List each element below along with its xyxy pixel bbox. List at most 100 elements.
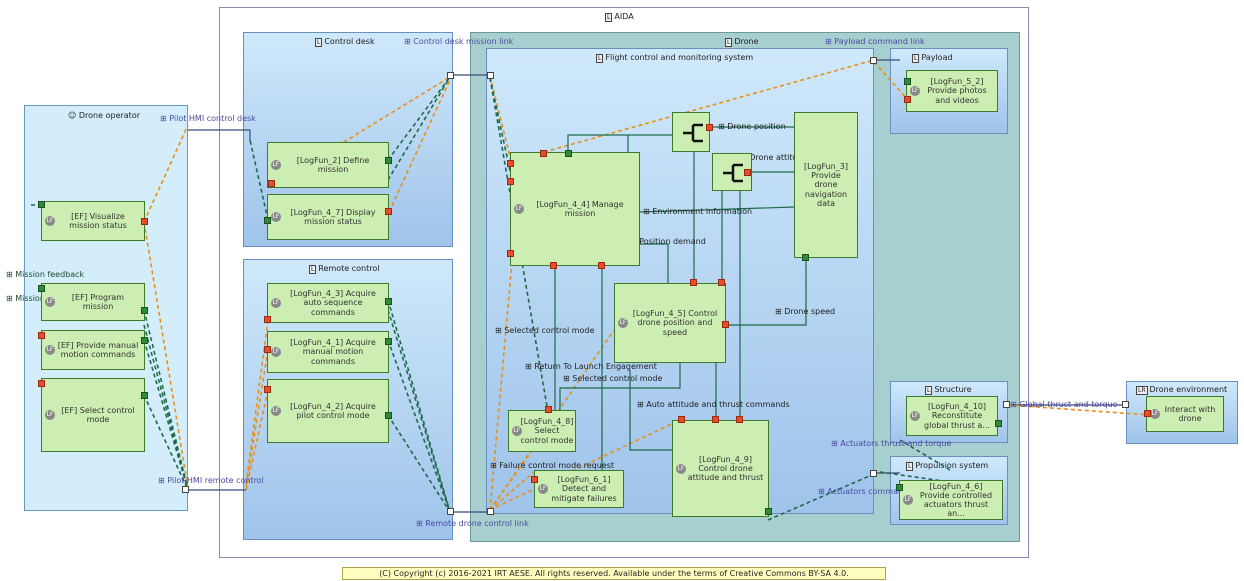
function-label: [LogFun_4_2] Acquire pilot control mode bbox=[290, 401, 376, 420]
function-lf-4-9[interactable]: LF[LogFun_4_9] Control drone attitude an… bbox=[672, 420, 769, 517]
port-in[interactable] bbox=[38, 332, 45, 339]
port-in[interactable] bbox=[507, 250, 514, 257]
port-in[interactable] bbox=[38, 285, 45, 292]
port-boundary[interactable] bbox=[182, 486, 189, 493]
label-selected-mode-1: ⊞ Selected control mode bbox=[495, 326, 595, 335]
function-lf-4-5[interactable]: LF[LogFun_4_5] Control drone position an… bbox=[614, 283, 726, 363]
function-label: [EF] Select control mode bbox=[61, 405, 135, 424]
port-in[interactable] bbox=[268, 180, 275, 187]
port-out[interactable] bbox=[385, 338, 392, 345]
function-icon: LF bbox=[271, 298, 281, 308]
port-in[interactable] bbox=[264, 346, 271, 353]
function-lf-3[interactable]: [LogFun_3] Provide drone navigation data bbox=[794, 112, 858, 258]
port-boundary[interactable] bbox=[1122, 401, 1129, 408]
port-in[interactable] bbox=[736, 416, 743, 423]
port-out[interactable] bbox=[540, 150, 547, 157]
function-lf-4-8[interactable]: LF[LogFun_4_8] Select control mode bbox=[508, 410, 576, 452]
function-label: [LogFun_2] Define mission bbox=[296, 155, 370, 174]
function-lf-4-1[interactable]: LF[LogFun_4_1] Acquire manual motion com… bbox=[267, 331, 389, 373]
port-in[interactable] bbox=[565, 150, 572, 157]
port-in[interactable] bbox=[38, 201, 45, 208]
pilot-hmi-desk-link bbox=[188, 129, 251, 142]
port-out[interactable] bbox=[550, 262, 557, 269]
function-lf-4-3[interactable]: LF[LogFun_4_3] Acquire auto sequence com… bbox=[267, 283, 389, 323]
port-in[interactable] bbox=[712, 416, 719, 423]
green-exchange bbox=[387, 76, 451, 161]
port-out[interactable] bbox=[385, 208, 392, 215]
port-out[interactable] bbox=[802, 254, 809, 261]
port-in[interactable] bbox=[264, 386, 271, 393]
port-in[interactable] bbox=[718, 279, 725, 286]
port-in[interactable] bbox=[531, 476, 538, 483]
port-in[interactable] bbox=[904, 96, 911, 103]
function-lf-4-4[interactable]: LF[LogFun_4_4] Manage mission bbox=[510, 152, 640, 266]
port-boundary[interactable] bbox=[1003, 401, 1010, 408]
port-boundary[interactable] bbox=[870, 470, 877, 477]
port-in[interactable] bbox=[1144, 410, 1151, 417]
function-label: [EF] Provide manual motion commands bbox=[57, 340, 139, 359]
function-lf-2[interactable]: LF [LogFun_2] Define mission bbox=[267, 142, 389, 188]
port-out[interactable] bbox=[995, 420, 1002, 427]
port-in[interactable] bbox=[507, 160, 514, 167]
fork-drone-position bbox=[672, 112, 710, 152]
port-in[interactable] bbox=[690, 279, 697, 286]
function-lf-4-10[interactable]: LF [LogFun_4_10] Reconstitute global thru… bbox=[906, 396, 998, 436]
function-icon: LF bbox=[271, 406, 281, 416]
port-in[interactable] bbox=[38, 380, 45, 387]
label-pilot-hmi-desk: ⊞ Pilot HMI control desk bbox=[160, 114, 256, 123]
label-mission-feedback-1: ⊞ Mission feedback bbox=[6, 270, 85, 279]
function-icon: LF bbox=[271, 160, 281, 170]
port-boundary[interactable] bbox=[447, 508, 454, 515]
orange-exchange bbox=[489, 75, 513, 166]
port-in[interactable] bbox=[678, 416, 685, 423]
function-lf-6-1[interactable]: LF[LogFun_6_1] Detect and mitigate failu… bbox=[534, 470, 624, 508]
port-out[interactable] bbox=[385, 157, 392, 164]
function-icon: LF bbox=[271, 212, 281, 222]
function-ef-manual[interactable]: LF[EF] Provide manual motion commands bbox=[41, 330, 145, 370]
function-ef-visualize[interactable]: LF[EF] Visualize mission status bbox=[41, 201, 145, 241]
function-label: [LogFun_4_1] Acquire manual motion comma… bbox=[290, 338, 376, 366]
port-out[interactable] bbox=[706, 124, 713, 131]
port-boundary[interactable] bbox=[487, 72, 494, 79]
port-boundary[interactable] bbox=[447, 72, 454, 79]
port-out[interactable] bbox=[141, 392, 148, 399]
function-icon: LF bbox=[910, 411, 920, 421]
function-lf-4-6[interactable]: LF[LogFun_4_6] Provide controlled actuat… bbox=[899, 480, 1003, 520]
port-out[interactable] bbox=[385, 412, 392, 419]
port-in[interactable] bbox=[896, 484, 903, 491]
function-ef-program[interactable]: LF[EF] Program mission bbox=[41, 283, 145, 321]
function-icon: LF bbox=[1150, 409, 1160, 419]
green-exchange bbox=[143, 339, 189, 491]
port-in[interactable] bbox=[545, 406, 552, 413]
port-in[interactable] bbox=[264, 316, 271, 323]
function-lf-5-2[interactable]: LF[LogFun_5_2] Provide photos and videos bbox=[906, 70, 998, 112]
label-remote-drone-link: ⊞ Remote drone control link bbox=[416, 519, 529, 528]
function-label: [LogFun_4_10] Reconstitute global thrust… bbox=[924, 402, 990, 430]
orange-exchange bbox=[489, 261, 513, 511]
port-boundary[interactable] bbox=[487, 508, 494, 515]
internal-flow bbox=[640, 243, 669, 283]
port-out[interactable] bbox=[141, 307, 148, 314]
function-lf-4-7[interactable]: LF [LogFun_4_7] Display mission status bbox=[267, 194, 389, 240]
port-out[interactable] bbox=[141, 218, 148, 225]
port-out[interactable] bbox=[385, 298, 392, 305]
function-lf-4-2[interactable]: LF [LogFun_4_2] Acquire pilot control mod… bbox=[267, 379, 389, 443]
function-label: [LogFun_4_7] Display mission status bbox=[290, 207, 376, 226]
port-in[interactable] bbox=[722, 321, 729, 328]
port-out[interactable] bbox=[598, 262, 605, 269]
port-in[interactable] bbox=[507, 178, 514, 185]
port-out[interactable] bbox=[765, 508, 772, 515]
function-icon: LF bbox=[538, 484, 548, 494]
function-ef-select[interactable]: LF [EF] Select control mode bbox=[41, 378, 145, 452]
function-icon: LF bbox=[45, 410, 55, 420]
port-out[interactable] bbox=[744, 169, 751, 176]
port-out[interactable] bbox=[141, 337, 148, 344]
port-in[interactable] bbox=[904, 78, 911, 85]
port-boundary[interactable] bbox=[870, 57, 877, 64]
port-in[interactable] bbox=[264, 217, 271, 224]
